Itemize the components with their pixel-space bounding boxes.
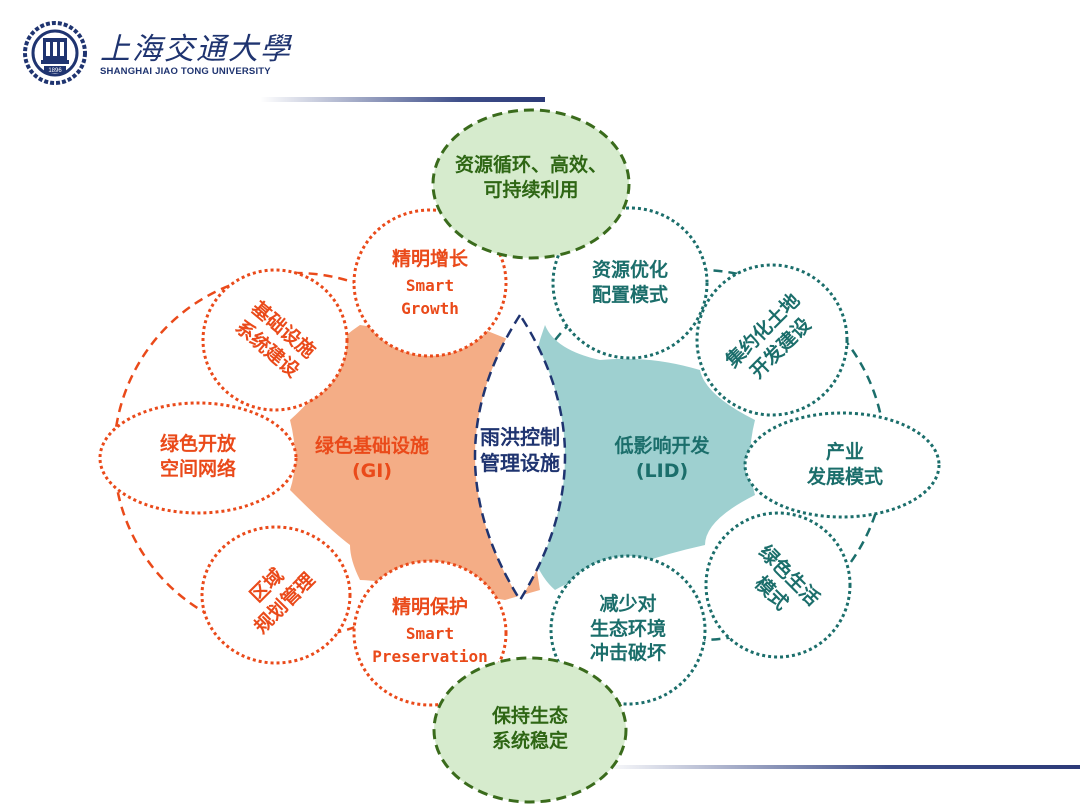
logo-english-name: SHANGHAI JIAO TONG UNIVERSITY xyxy=(100,66,271,77)
gi-region xyxy=(290,320,540,600)
lid-label: 低影响开发(LID) xyxy=(614,435,710,482)
footer-divider xyxy=(600,765,1080,769)
land-dev-node xyxy=(695,263,849,417)
smart-preservation-node xyxy=(352,559,508,707)
university-logo: 1896 上海交通大學 SHANGHAI JIAO TONG UNIVERSIT… xyxy=(22,20,290,90)
green-life-node xyxy=(704,511,852,659)
gi-label: 绿色基础设施(GI) xyxy=(314,435,429,482)
eco-impact-label: 减少对生态环境冲击破坏 xyxy=(589,593,666,665)
bottom-goal-node xyxy=(432,656,628,804)
lid-region xyxy=(520,325,755,590)
resource-config-label: 资源优化配置模式 xyxy=(591,259,668,306)
resource-config-node xyxy=(551,206,709,360)
center-lens xyxy=(473,312,567,603)
infrastructure-node xyxy=(201,268,349,412)
open-space-label: 绿色开放空间网络 xyxy=(159,433,236,480)
bottom-goal-label: 保持生态系统稳定 xyxy=(491,705,568,752)
smart-growth-node xyxy=(352,208,508,358)
header-divider xyxy=(260,97,545,102)
top-goal-label: 资源循环、高效、可持续利用 xyxy=(454,154,607,201)
eco-impact-node xyxy=(549,554,707,706)
center-label: 雨洪控制管理设施 xyxy=(480,425,560,475)
seal-year: 1896 xyxy=(48,68,62,74)
regional-node xyxy=(200,525,352,665)
open-space-node xyxy=(98,401,298,515)
top-goal-node xyxy=(431,108,631,260)
industry-node xyxy=(743,411,941,519)
smart-growth-label: 精明增长 Smart Growth xyxy=(391,248,468,318)
university-seal-icon: 1896 xyxy=(23,21,87,85)
industry-label: 产业发展模式 xyxy=(806,441,883,488)
logo-chinese-name: 上海交通大學 xyxy=(100,32,292,67)
smart-preservation-label: 精明保护 Smart Preservation xyxy=(372,596,488,666)
